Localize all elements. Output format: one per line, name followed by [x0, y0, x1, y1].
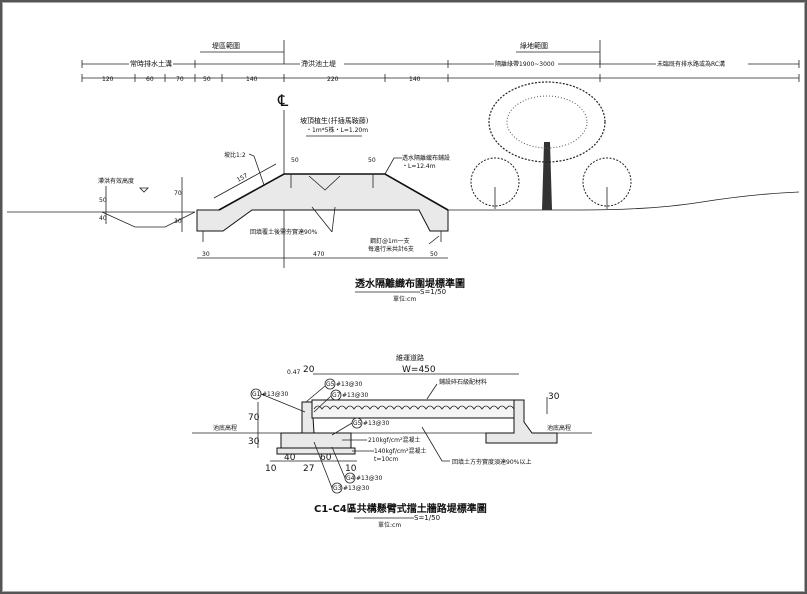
shrub-left-icon	[470, 157, 520, 209]
rebar-tag-g5-bottom: G5#13@30	[351, 417, 389, 429]
svg-text:#13@30: #13@30	[262, 391, 288, 398]
dim-0-47: 0.47	[287, 369, 301, 376]
dim-60: 60	[320, 453, 332, 463]
large-tree-icon	[488, 81, 606, 210]
zone-dimension-line: 常時排水土溝 滯洪池土堤 隔離綠帶1900~3000 未臨既有排水路或為RC溝	[81, 58, 800, 68]
dim-120: 120	[102, 76, 114, 83]
fabric-length: ・L=12.4m	[402, 163, 436, 170]
svg-text:G3: G3	[333, 485, 342, 492]
embankment-zone-label: 堤區範圍	[212, 41, 240, 50]
slope-label: 坡比1:2	[224, 151, 246, 159]
ditch-label: 常時排水土溝	[130, 59, 172, 68]
svg-text:G7: G7	[332, 392, 341, 399]
pool-bottom-left: 池底高程	[213, 424, 237, 432]
bottom-unit: 單位:cm	[378, 521, 401, 529]
svg-text:G5: G5	[353, 420, 362, 427]
base-50: 50	[430, 251, 438, 258]
top-unit: 單位:cm	[393, 295, 416, 303]
water-level-label: 滯洪有效高度	[98, 177, 134, 185]
h30-label: 30	[174, 218, 182, 225]
svg-text:G5: G5	[326, 381, 335, 388]
dim-20: 20	[303, 365, 315, 375]
rebar-tag-g3: G3#13@30	[331, 482, 369, 494]
gravel-label: 鋪設碎石級配材料	[439, 378, 487, 386]
dim-220: 220	[327, 76, 339, 83]
svg-text:#13@30: #13@30	[342, 392, 368, 399]
planting-label: 坡頂植生(扦插馬鞍藤)	[300, 116, 369, 125]
green-zone-label: 綠地範圍	[520, 41, 548, 50]
rebar-tag-g4: G4#13@30	[344, 472, 382, 484]
fabric-label: 透水隔離織布鋪設	[402, 154, 450, 162]
top-width-right: 50	[368, 157, 376, 164]
nail-count: 每邊行米共計6支	[368, 245, 414, 253]
dim-10-right: 10	[345, 464, 357, 474]
slope-length: 157	[236, 172, 250, 184]
nail-label: 鋼釘@1m一支	[370, 237, 410, 245]
base-30: 30	[202, 251, 210, 258]
left-footing	[280, 432, 352, 449]
levee-cross-section: ℄ 滯洪有效高度 50 40 70 30 坡頂植生(扦插馬鞍藤) ・1m*5株・…	[7, 91, 800, 268]
right-wall	[485, 399, 558, 444]
svg-text:G4: G4	[346, 475, 355, 482]
shrub-right-icon	[582, 157, 632, 209]
dim-70: 70	[248, 413, 260, 423]
top-width-left: 50	[291, 157, 299, 164]
base-470: 470	[313, 251, 325, 258]
road-width: W=450	[402, 365, 436, 375]
dim-27: 27	[303, 464, 314, 474]
tree-icons	[470, 81, 632, 210]
svg-text:#13@30: #13@30	[363, 420, 389, 427]
bottom-drawing-title: C1-C4區共構懸臂式擋土牆路堤標準圖	[314, 502, 487, 515]
dim-140b: 140	[409, 76, 421, 83]
retaining-wall-section: 維運道路 W=450 0.47 20 70 30 30 10 40 27 60 …	[192, 353, 592, 529]
buffer-label: 隔離綠帶1900~3000	[495, 60, 555, 68]
gravel-layer	[311, 399, 515, 419]
compaction-label: 回填土方夯實度須達90%以上	[452, 458, 531, 466]
dim-50: 50	[203, 76, 211, 83]
h50-label: 50	[99, 197, 107, 204]
dim-30: 30	[248, 437, 260, 447]
existing-label: 未臨既有排水路或為RC溝	[657, 60, 725, 68]
dim-140: 140	[246, 76, 258, 83]
thickness-label: t=10cm	[374, 456, 398, 463]
dim-40: 40	[284, 453, 296, 463]
svg-text:G1: G1	[252, 391, 261, 398]
bottom-scale: S=1/50	[414, 514, 440, 522]
dim-10-left: 10	[265, 464, 277, 474]
svg-text:#13@30: #13@30	[343, 485, 369, 492]
dim-70: 70	[176, 76, 184, 83]
rebar-tag-g7: G7#13@30	[330, 389, 368, 401]
road-label: 維運道路	[396, 353, 424, 362]
detail-dimension-line: 120 60 70 50 140 220 140	[81, 74, 800, 83]
dim-30-right: 30	[548, 392, 560, 402]
backfill-label: 回填覆土後需夯實達90%	[250, 228, 318, 236]
top-scale: S=1/50	[420, 288, 446, 296]
h40-label: 40	[99, 215, 107, 222]
svg-text:#13@30: #13@30	[356, 475, 382, 482]
concrete-210-label: 210kgf/cm²混凝土	[368, 436, 420, 444]
top-drawing-title: 透水隔離織布圍堤標準圖	[355, 277, 465, 290]
svg-text:#13@30: #13@30	[336, 381, 362, 388]
h70-label: 70	[174, 190, 182, 197]
planting-spec: ・1m*5株・L=1.20m	[306, 126, 368, 134]
dim-60: 60	[146, 76, 154, 83]
concrete-140-label: 140kgf/cm²混凝土	[374, 447, 426, 455]
rebar-tag-g5-top: G5#13@30	[324, 378, 362, 390]
centerline-symbol: ℄	[277, 91, 289, 110]
pool-bottom-right: 池底高程	[547, 424, 571, 432]
levee-label: 滯洪池土堤	[301, 59, 336, 68]
embankment-fill	[196, 173, 449, 232]
